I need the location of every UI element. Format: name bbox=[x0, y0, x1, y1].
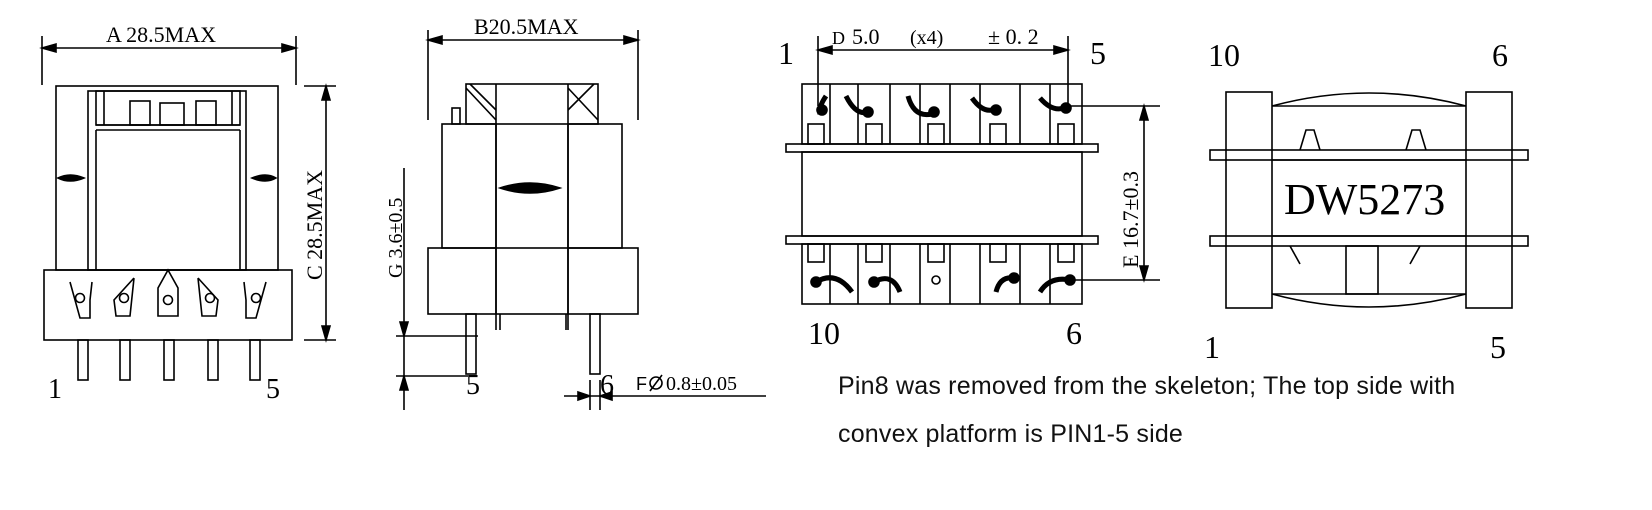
dim-f-value: 0.8±0.05 bbox=[666, 373, 737, 395]
topview-pin6-label: 6 bbox=[1492, 37, 1508, 73]
dim-d-count: (x4) bbox=[910, 27, 943, 49]
dim-c-label: C 28.5MAX bbox=[302, 170, 327, 280]
dim-d-tolerance: ± 0. 2 bbox=[988, 24, 1039, 49]
top-pin-row bbox=[801, 83, 1083, 145]
pinview-pin10-label: 10 bbox=[808, 315, 840, 351]
top-view: 10 6 1 5 DW5273 bbox=[1204, 37, 1529, 365]
front-view: A 28.5MAX bbox=[39, 22, 336, 405]
dim-b-label: B20.5MAX bbox=[474, 14, 579, 39]
side-pin5-label: 5 bbox=[466, 370, 480, 401]
dim-a-label: A 28.5MAX bbox=[106, 22, 216, 47]
dim-d-value: 5.0 bbox=[852, 24, 880, 49]
bottom-pin-row bbox=[801, 243, 1083, 305]
marking-text: DW5273 bbox=[1284, 175, 1445, 224]
diameter-icon bbox=[649, 374, 663, 392]
side-view: B20.5MAX 5 6 G 3.6±0.5 bbox=[385, 14, 766, 410]
pin-view: 1 5 10 6 D 5.0 (x4) ± 0. 2 bbox=[778, 24, 1160, 351]
dim-g-label: G 3.6±0.5 bbox=[385, 198, 407, 278]
topview-pin1-label: 1 bbox=[1204, 329, 1220, 365]
dim-f-prefix: F bbox=[636, 374, 647, 394]
pinview-pin1-label: 1 bbox=[778, 35, 794, 71]
front-pins bbox=[69, 268, 267, 381]
topview-pin5-label: 5 bbox=[1490, 329, 1506, 365]
front-pin5-label: 5 bbox=[266, 374, 280, 405]
topview-pin10-label: 10 bbox=[1208, 37, 1240, 73]
front-pin1-label: 1 bbox=[48, 374, 62, 405]
dim-d-label: D bbox=[832, 28, 845, 48]
dim-e-label: E 16.7±0.3 bbox=[1118, 171, 1143, 268]
assembly-note: Pin8 was removed from the skeleton; The … bbox=[838, 372, 1456, 448]
pinview-pin6-label: 6 bbox=[1066, 315, 1082, 351]
pinview-pin5-label: 5 bbox=[1090, 35, 1106, 71]
